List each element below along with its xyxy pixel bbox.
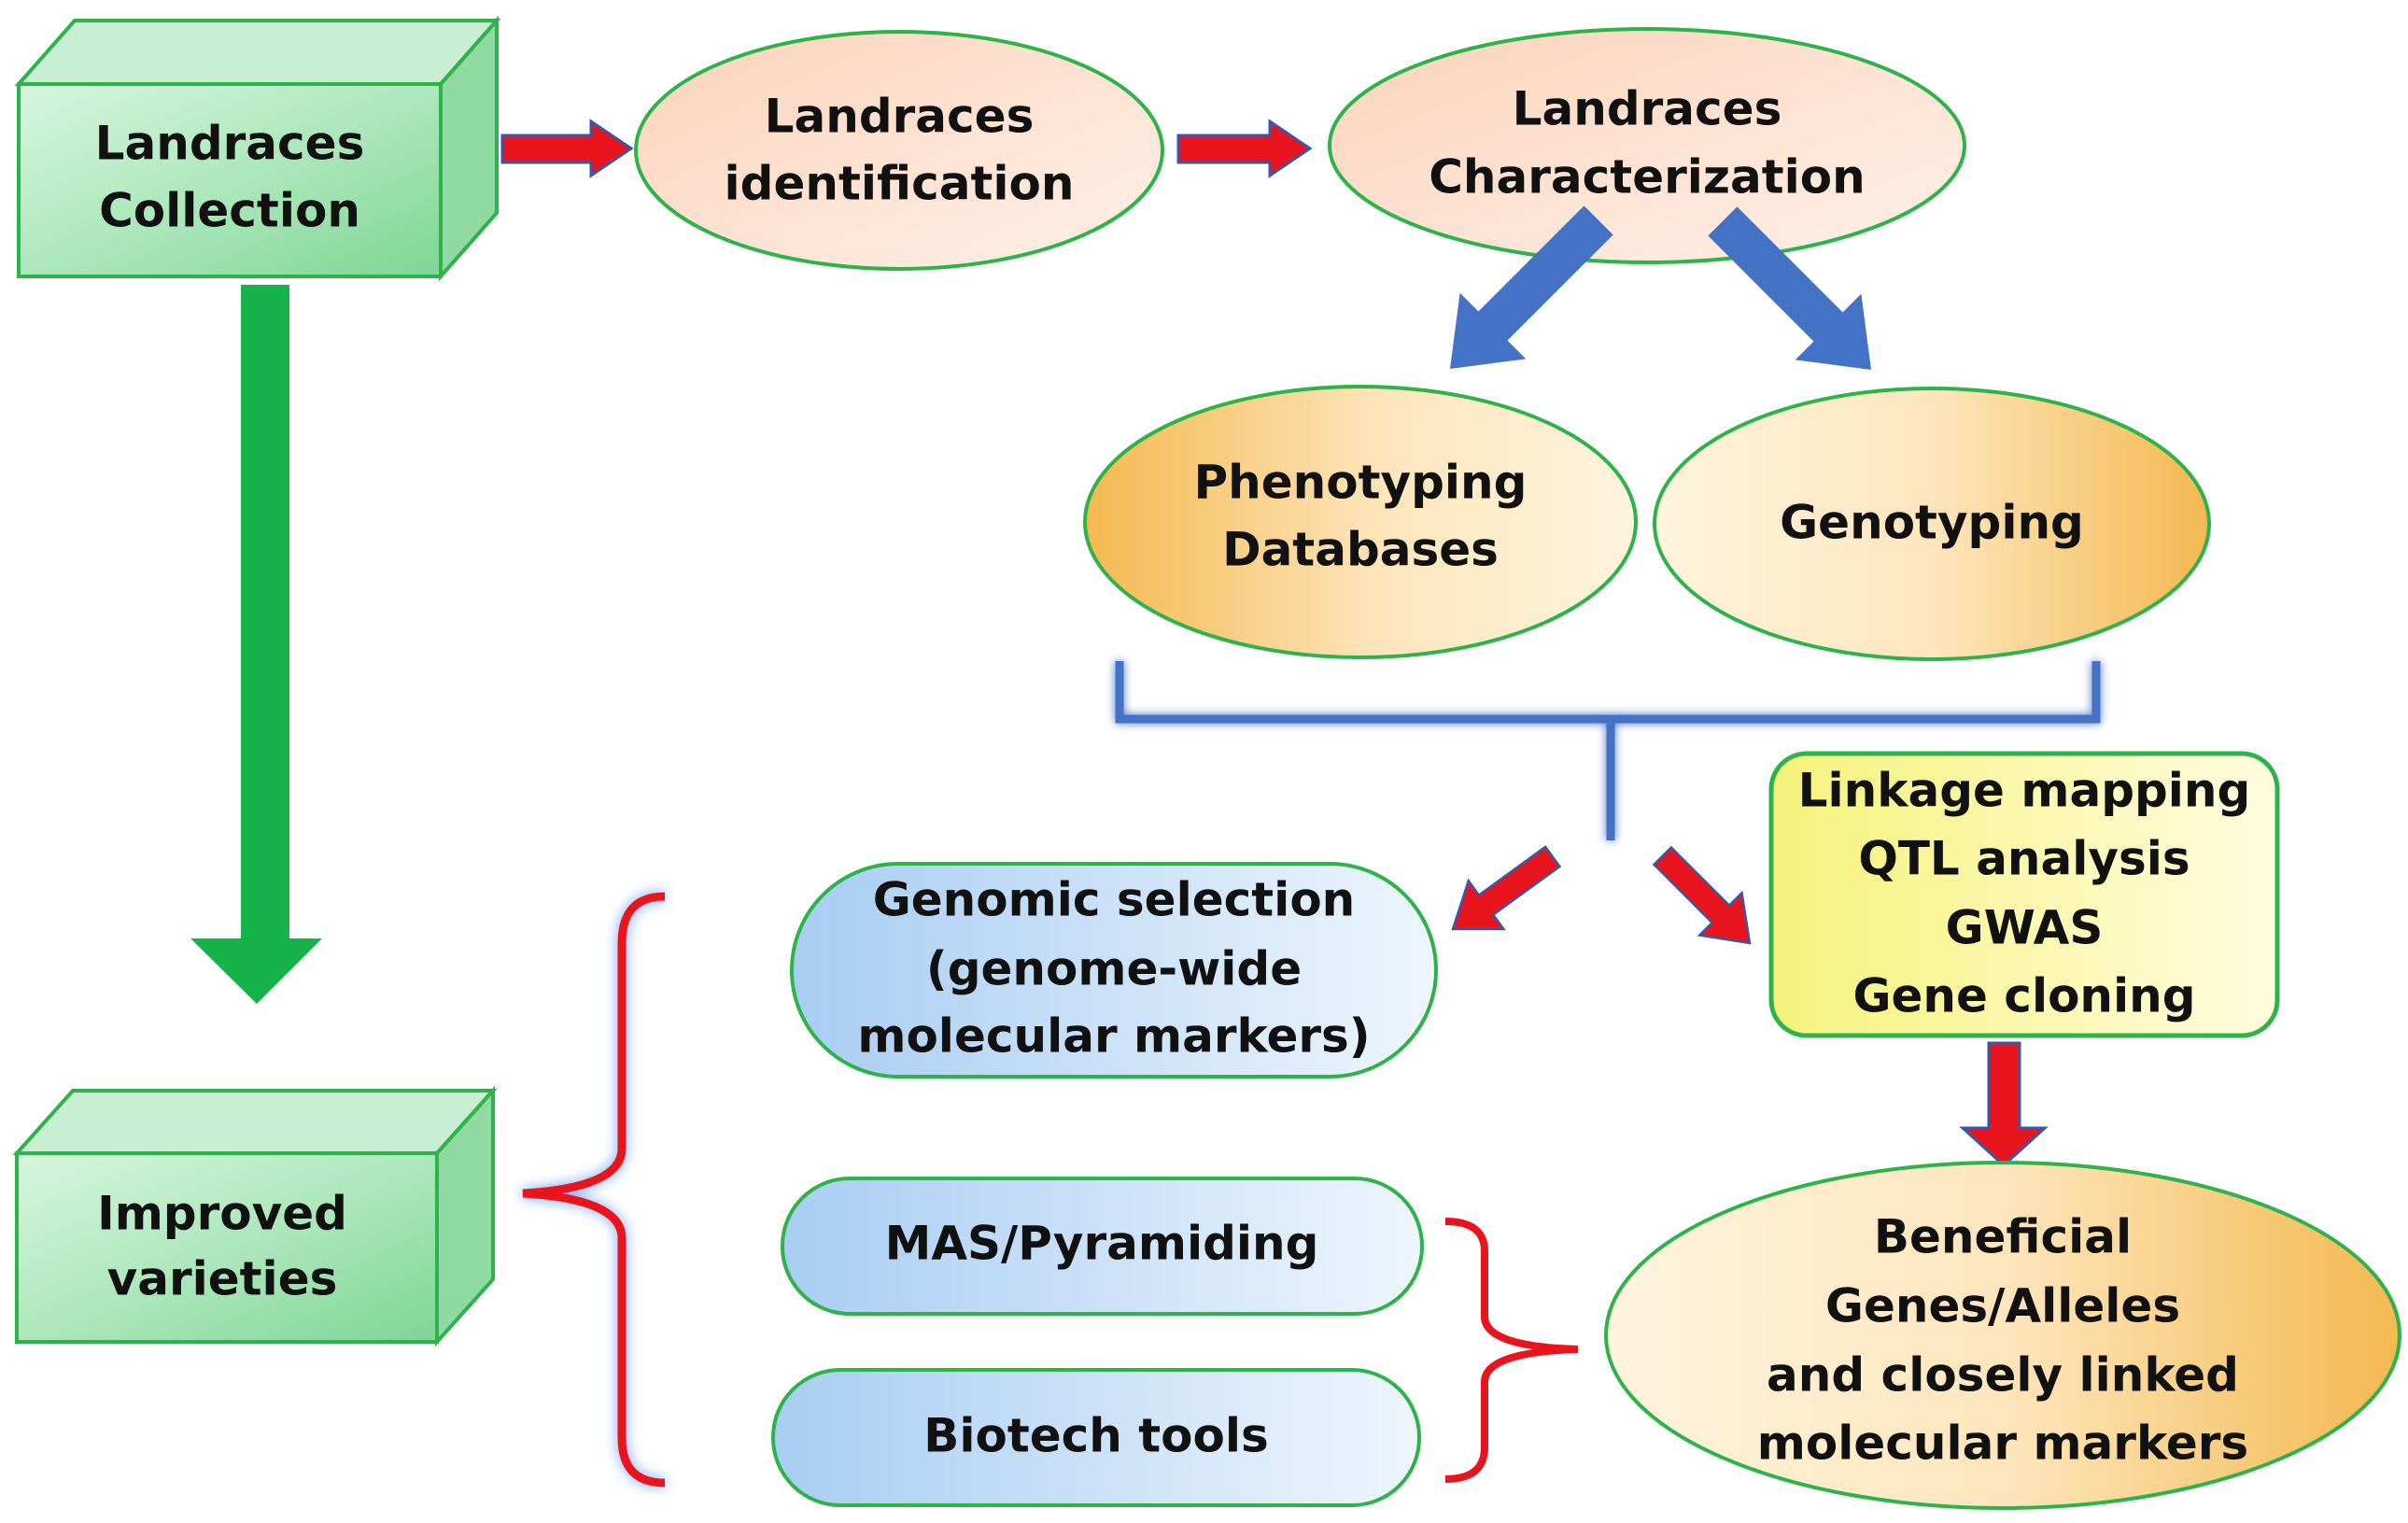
mas-pyramiding-node: MAS/Pyramiding bbox=[781, 1177, 1424, 1316]
landraces-collection-box: Landraces Collection bbox=[14, 15, 501, 282]
red-arrow-to-beneficial-genes bbox=[1959, 1041, 2049, 1168]
biotech-tools-node: Biotech tools bbox=[771, 1368, 1421, 1507]
phenotyping-line-2: Databases bbox=[1222, 523, 1499, 577]
biotech-tools-label: Biotech tools bbox=[923, 1409, 1269, 1463]
landraces-identification-line-2: identification bbox=[725, 157, 1075, 211]
green-down-arrow bbox=[190, 285, 322, 1004]
genotyping-label: Genotyping bbox=[1780, 496, 2084, 550]
blue-arrow-to-phenotyping bbox=[1450, 205, 1613, 369]
beneficial-genes-line-3: and closely linked bbox=[1767, 1348, 2239, 1403]
red-arrow-identification-to-characterization bbox=[1176, 119, 1313, 178]
genomic-selection-line-2: (genome-wide bbox=[926, 942, 1302, 996]
phenotyping-line-1: Phenotyping bbox=[1194, 456, 1528, 510]
landraces-characterization-node: Landraces Characterization bbox=[1328, 27, 1966, 264]
landraces-characterization-line-1: Landraces bbox=[1513, 82, 1782, 136]
right-red-brace bbox=[1444, 1218, 1579, 1483]
genomic-selection-line-1: Genomic selection bbox=[873, 873, 1356, 927]
landraces-identification-line-1: Landraces bbox=[765, 90, 1035, 144]
landraces-identification-node: Landraces identification bbox=[634, 30, 1164, 271]
beneficial-genes-line-4: molecular markers bbox=[1757, 1417, 2248, 1471]
landraces-collection-line-2: Collection bbox=[99, 184, 360, 238]
improved-varieties-box: Improved varieties bbox=[12, 1085, 498, 1347]
phenotyping-databases-node: Phenotyping Databases bbox=[1083, 385, 1638, 659]
mapping-method-3: GWAS bbox=[1946, 901, 2104, 955]
red-arrow-collection-to-identification bbox=[500, 119, 634, 178]
mapping-method-4: Gene cloning bbox=[1852, 969, 2195, 1023]
landraces-characterization-line-2: Characterization bbox=[1429, 150, 1866, 204]
mapping-method-2: QTL analysis bbox=[1858, 832, 2190, 886]
mapping-method-1: Linkage mapping bbox=[1798, 764, 2251, 818]
improved-varieties-line-1: Improved bbox=[97, 1187, 347, 1241]
landraces-collection-line-1: Landraces bbox=[95, 117, 365, 171]
beneficial-genes-line-1: Beneficial bbox=[1874, 1210, 2132, 1264]
improved-varieties-line-2: varieties bbox=[107, 1252, 338, 1306]
red-arrow-to-mapping-methods bbox=[1652, 845, 1752, 945]
beneficial-genes-node: Beneficial Genes/Alleles and closely lin… bbox=[1604, 1161, 2401, 1510]
blue-arrow-to-genotyping bbox=[1708, 206, 1871, 370]
genomic-selection-line-3: molecular markers) bbox=[857, 1009, 1370, 1064]
mapping-methods-box: Linkage mapping QTL analysis GWAS Gene c… bbox=[1768, 751, 2280, 1038]
left-red-brace bbox=[522, 892, 666, 1488]
mas-pyramiding-label: MAS/Pyramiding bbox=[885, 1217, 1319, 1271]
red-arrow-to-genomic-selection bbox=[1451, 845, 1562, 931]
genotyping-node: Genotyping bbox=[1653, 387, 2211, 661]
genomic-selection-node: Genomic selection (genome-wide molecular… bbox=[790, 862, 1438, 1079]
beneficial-genes-line-2: Genes/Alleles bbox=[1825, 1279, 2180, 1333]
blue-bracket bbox=[1115, 661, 2101, 840]
